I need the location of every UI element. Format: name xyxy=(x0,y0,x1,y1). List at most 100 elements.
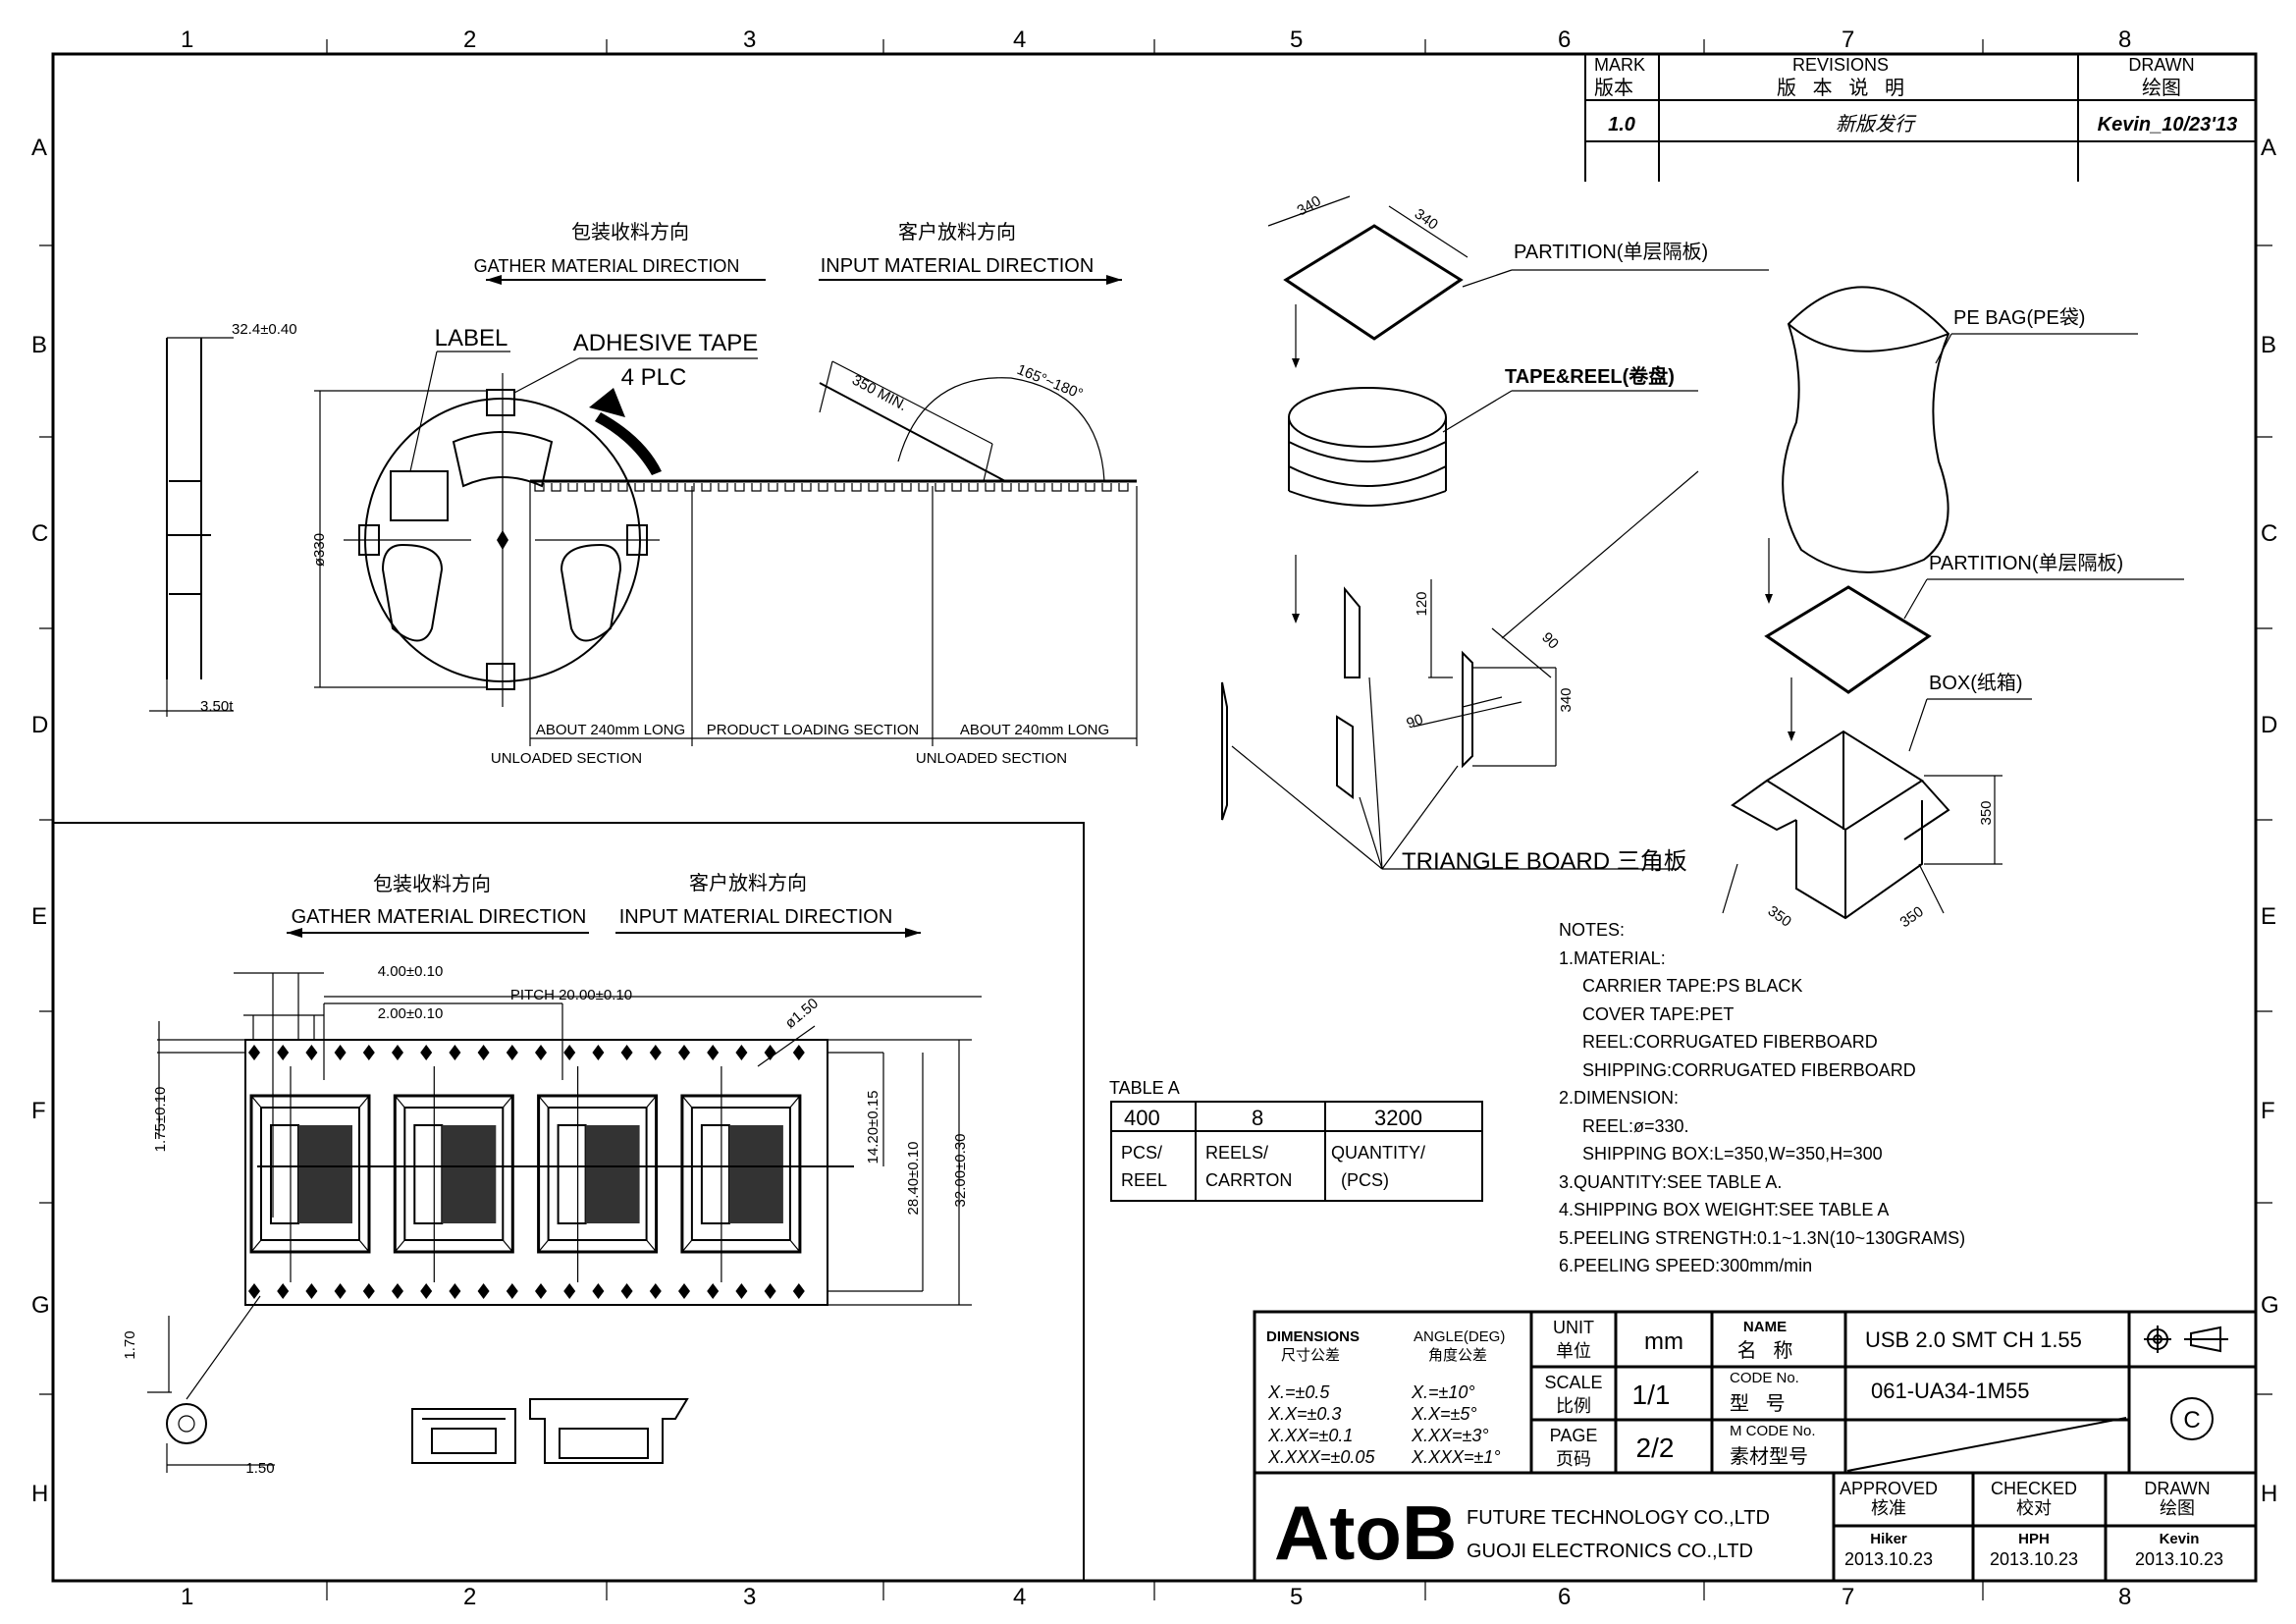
table-a-pcs-per-reel: 400 xyxy=(1124,1106,1160,1130)
approved-date: 2013.10.23 xyxy=(1844,1549,1933,1569)
page-value: 2/2 xyxy=(1636,1433,1675,1463)
sprocket-hole xyxy=(592,1045,605,1060)
sprocket-hole xyxy=(449,1045,461,1060)
copyright-letter: C xyxy=(2183,1407,2200,1434)
triangle-board-callout: TRIANGLE BOARD 三角板 xyxy=(1402,848,1687,875)
input-direction-label: INPUT MATERIAL DIRECTION xyxy=(619,906,893,928)
grid-col: 3 xyxy=(743,1584,756,1610)
hole-offset-dim: 2.00±0.10 xyxy=(378,1005,444,1022)
sprocket-hole xyxy=(477,1045,490,1060)
panel-divider xyxy=(53,822,1085,1581)
partition-callout-2: PARTITION(单层隔板) xyxy=(1929,552,2123,574)
note-line: 4.SHIPPING BOX WEIGHT:SEE TABLE A xyxy=(1559,1200,1889,1219)
sprocket-hole xyxy=(305,1045,318,1060)
sprocket-hole xyxy=(362,1283,375,1299)
sprocket-hole xyxy=(477,1283,490,1299)
checked-label: CHECKED xyxy=(1991,1479,2077,1498)
grid-rows-left: A B C D E F G H xyxy=(31,135,50,1507)
sprocket-hole xyxy=(420,1045,433,1060)
grid-col: 6 xyxy=(1558,1584,1571,1610)
sprocket-hole xyxy=(649,1045,662,1060)
sprocket-hole xyxy=(735,1045,748,1060)
grid-row: A xyxy=(2261,135,2276,161)
table-a-label: PCS/ xyxy=(1121,1143,1162,1163)
grid-columns-top: 1 2 3 4 5 6 7 8 xyxy=(181,27,2131,53)
approved-label: APPROVED xyxy=(1840,1479,1938,1498)
reel-thickness-dim: 3.50t xyxy=(200,698,234,715)
dim-tolerance: X.X=±0.3 xyxy=(1267,1404,1341,1424)
notes: NOTES: 1.MATERIAL: CARRIER TAPE:PS BLACK… xyxy=(1559,920,1965,1275)
peel-length-dim: 350 MIN. xyxy=(849,372,910,415)
table-a-label: CARRTON xyxy=(1205,1170,1292,1190)
scale-label: SCALE xyxy=(1544,1373,1602,1392)
angle-tolerance: X.X=±5° xyxy=(1411,1404,1477,1424)
grid-ticks xyxy=(39,39,2272,1600)
grid-row: E xyxy=(2261,903,2276,930)
dimensions-label: DIMENSIONS xyxy=(1266,1328,1360,1345)
angle-label: ANGLE(DEG) xyxy=(1414,1328,1505,1345)
drawn-by: Kevin xyxy=(2160,1531,2200,1547)
unit-value: mm xyxy=(1644,1328,1683,1355)
sprocket-hole xyxy=(334,1283,347,1299)
grid-col: 7 xyxy=(1842,1584,1854,1610)
grid-columns-bottom: 1 2 3 4 5 6 7 8 xyxy=(181,1584,2131,1610)
name-label-cn: 名 称 xyxy=(1737,1339,1793,1362)
sprocket-hole xyxy=(707,1283,720,1299)
input-direction-label: INPUT MATERIAL DIRECTION xyxy=(821,255,1095,277)
approved-by: Hiker xyxy=(1870,1531,1907,1547)
sprocket-hole xyxy=(362,1045,375,1060)
dim-tolerance: X.=±0.5 xyxy=(1267,1382,1330,1402)
note-line: 1.MATERIAL: xyxy=(1559,948,1666,968)
grid-row: B xyxy=(31,332,47,358)
note-line: CARRIER TAPE:PS BLACK xyxy=(1582,976,1802,996)
box-height-dim: 350 xyxy=(1978,800,1995,825)
triangle-length-dim: 340 xyxy=(1558,687,1575,712)
page-label-cn: 页码 xyxy=(1556,1449,1591,1469)
note-line: 5.PEELING STRENGTH:0.1~1.3N(10~130GRAMS) xyxy=(1559,1228,1965,1248)
grid-row: A xyxy=(31,135,47,161)
sprocket-hole xyxy=(277,1283,290,1299)
pe-bag-callout: PE BAG(PE袋) xyxy=(1953,306,2085,329)
drawn-header-cn: 绘图 xyxy=(2142,77,2181,99)
reel-diameter-dim: ø330 xyxy=(311,533,328,567)
detail-height-dim: 1.70 xyxy=(122,1330,138,1359)
table-a-title: TABLE A xyxy=(1109,1078,1180,1098)
carrier-tape-view: 包装收料方向 GATHER MATERIAL DIRECTION 客户放料方向 … xyxy=(122,872,982,1477)
grid-row: E xyxy=(31,903,47,930)
grid-col: 6 xyxy=(1558,27,1571,53)
checked-date: 2013.10.23 xyxy=(1990,1549,2078,1569)
company-name-2: GUOJI ELECTRONICS CO.,LTD xyxy=(1467,1541,1753,1562)
company-logo: AtoB xyxy=(1274,1489,1457,1576)
sprocket-hole xyxy=(764,1283,776,1299)
unloaded-section-label-2: UNLOADED SECTION xyxy=(916,750,1067,767)
code-label: CODE No. xyxy=(1730,1370,1799,1386)
part-code: 061-UA34-1M55 xyxy=(1871,1379,2029,1403)
drawn-date: 2013.10.23 xyxy=(2135,1549,2223,1569)
sprocket-hole xyxy=(649,1283,662,1299)
mcode-label-cn: 素材型号 xyxy=(1730,1445,1808,1468)
note-line: 3.QUANTITY:SEE TABLE A. xyxy=(1559,1172,1782,1192)
tape-pockets xyxy=(534,483,1129,492)
label-callout: LABEL xyxy=(435,325,508,352)
grid-col: 4 xyxy=(1013,1584,1026,1610)
reel-width-dim: 32.4±0.40 xyxy=(232,321,297,338)
scale-value: 1/1 xyxy=(1632,1380,1671,1410)
grid-col: 3 xyxy=(743,27,756,53)
box-callout: BOX(纸箱) xyxy=(1929,672,2023,694)
table-a-quantity: 3200 xyxy=(1374,1106,1422,1130)
pocket-span-dim: 28.40±0.10 xyxy=(905,1142,922,1216)
grid-row: F xyxy=(31,1098,46,1124)
sprocket-hole xyxy=(420,1283,433,1299)
grid-col: 2 xyxy=(463,27,476,53)
pockets xyxy=(249,1066,802,1282)
partition-dim-b: 340 xyxy=(1412,205,1441,233)
drawn-label-cn: 绘图 xyxy=(2160,1498,2195,1518)
pitch-dim: PITCH 20.00±0.10 xyxy=(510,987,632,1003)
sprocket-hole xyxy=(535,1045,547,1060)
triangle-width-dim-2: 90 xyxy=(1405,711,1425,732)
section-unloaded-1: ABOUT 240mm LONG xyxy=(536,722,685,738)
gather-direction-label: GATHER MATERIAL DIRECTION xyxy=(292,906,587,928)
tape-reel-callout: TAPE&REEL(卷盘) xyxy=(1505,364,1675,388)
note-line: REEL:CORRUGATED FIBERBOARD xyxy=(1582,1032,1878,1052)
